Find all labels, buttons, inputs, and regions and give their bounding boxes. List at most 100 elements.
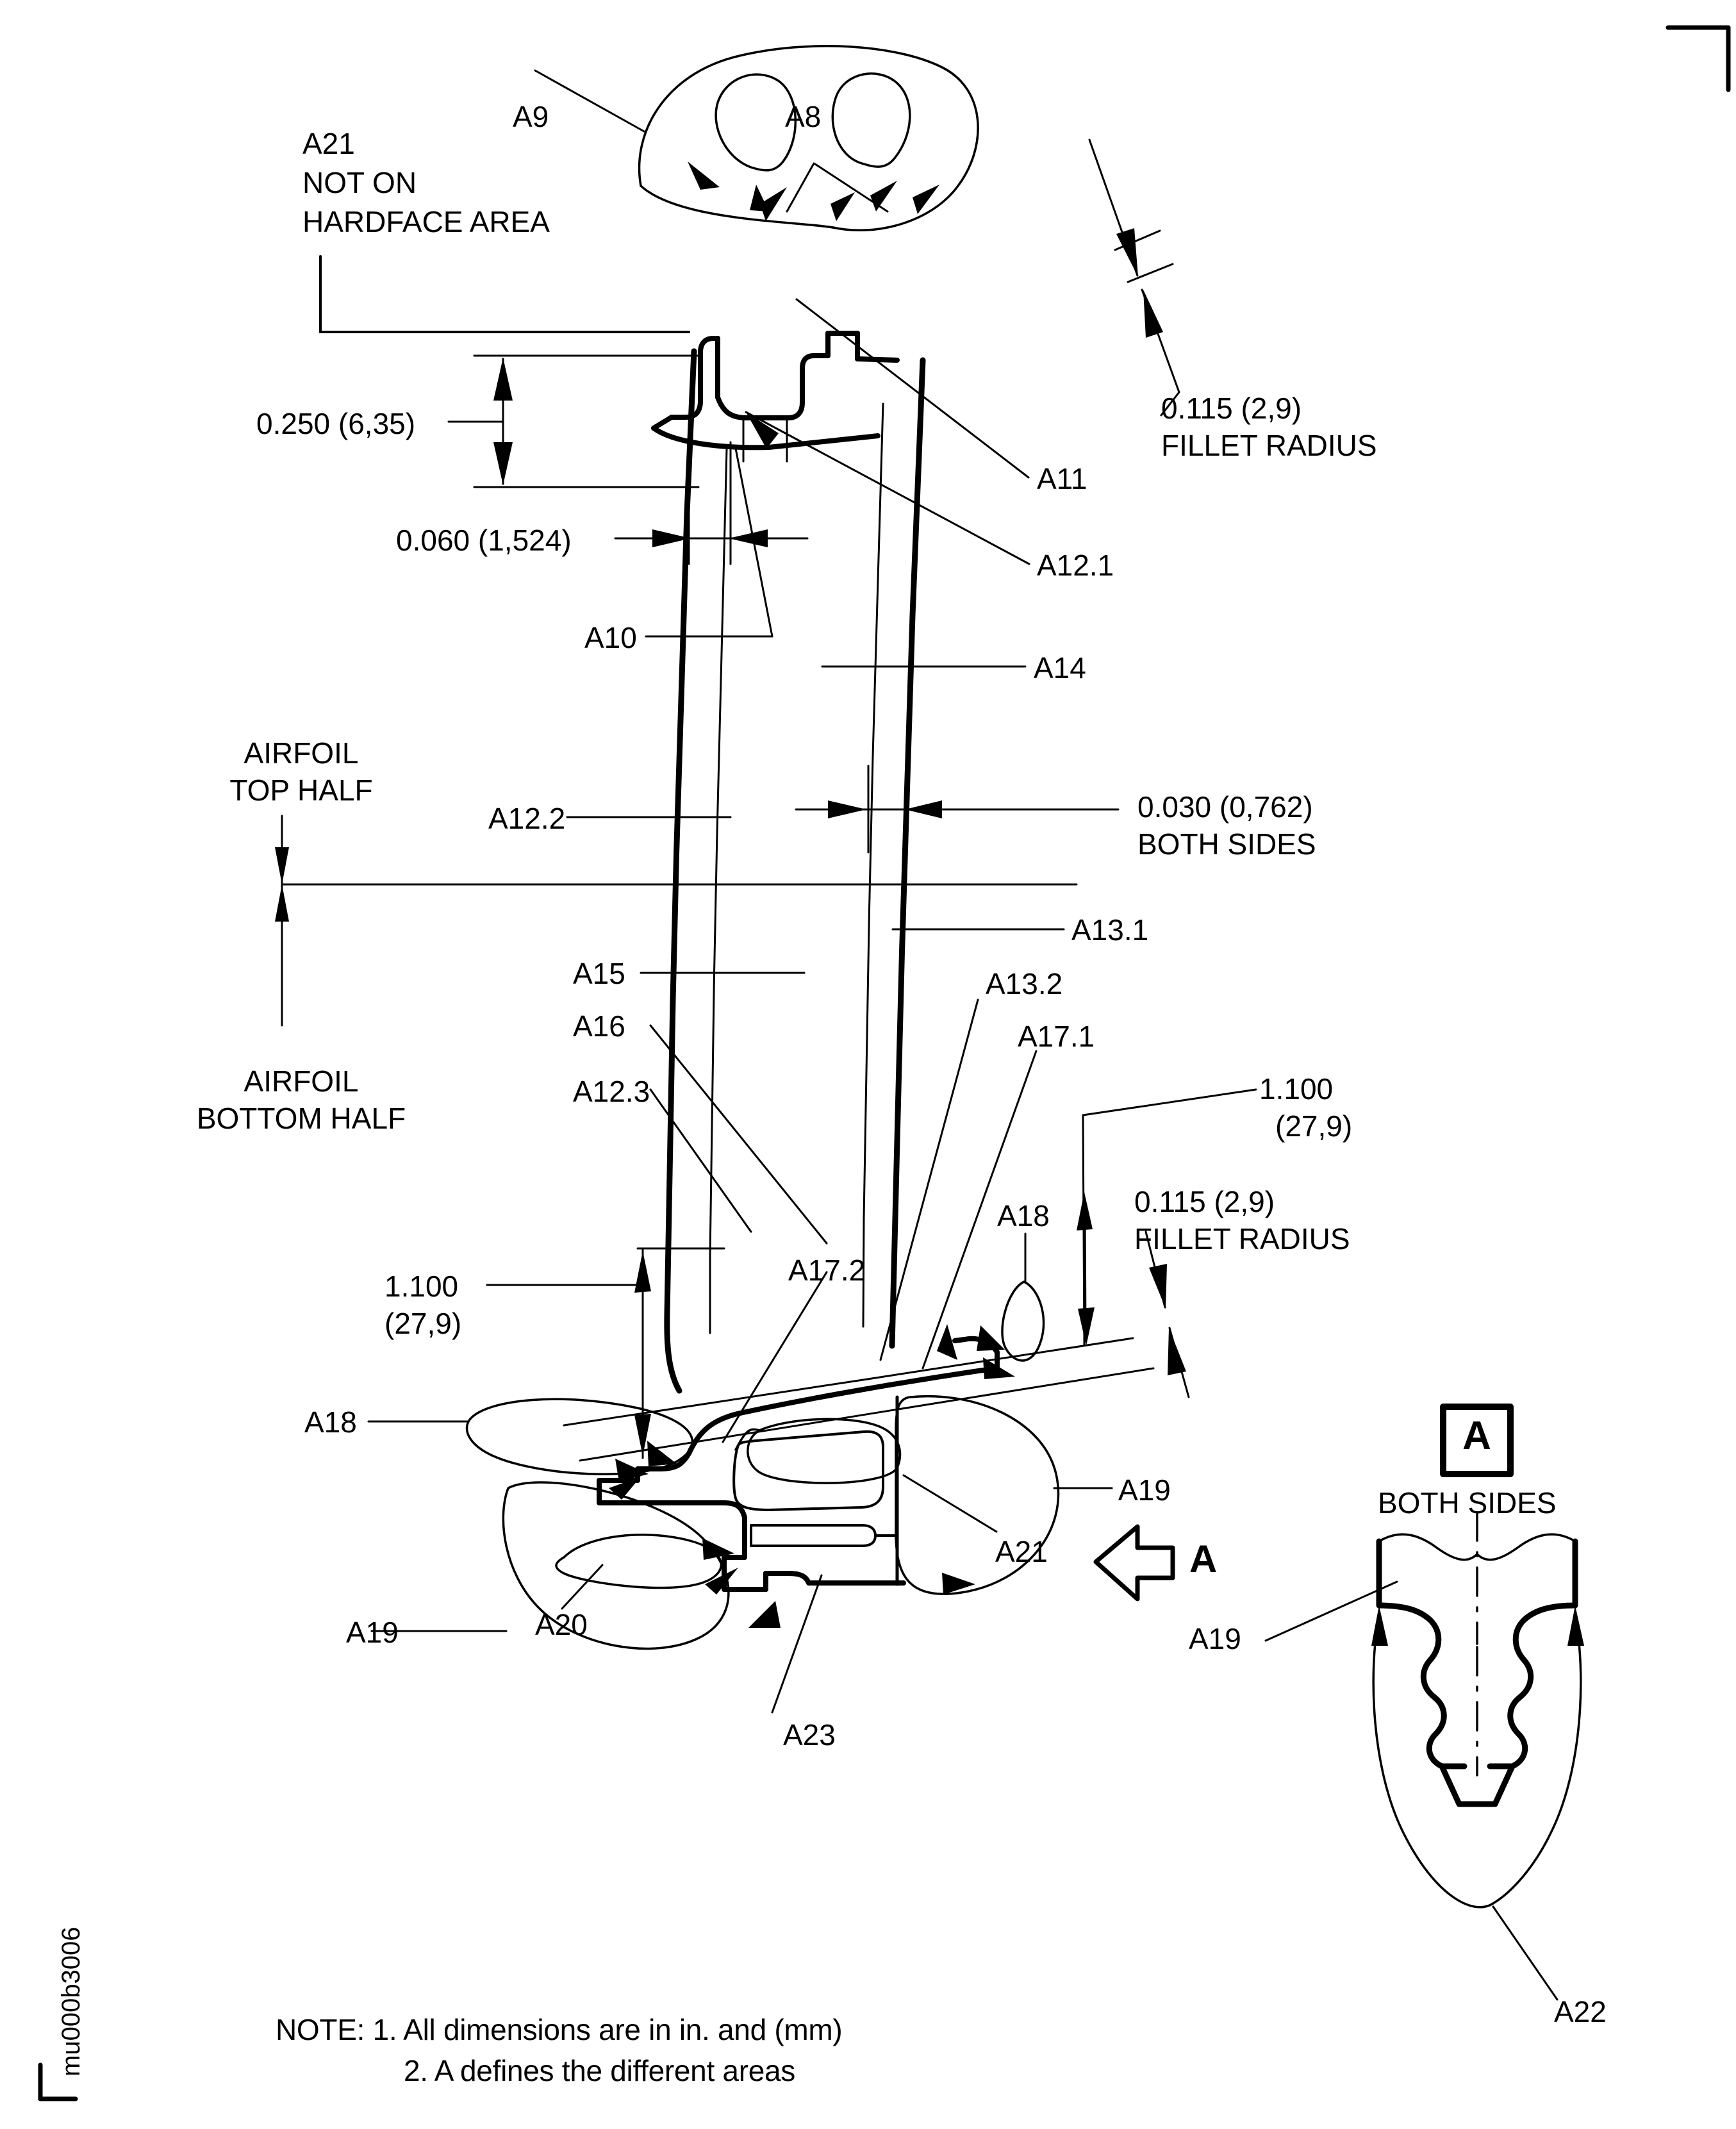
label-a19-left: A19 [346,1616,399,1649]
leader-a17-1 [922,1050,1037,1370]
dim-fillet-top-caption: FILLET RADIUS [1161,429,1377,462]
section-both-sides: BOTH SIDES [1378,1486,1557,1520]
label-a14: A14 [1034,651,1086,684]
section-outer-contour [1372,1614,1582,1909]
tip-balloon-outline [638,45,979,232]
leader-a20 [561,1564,604,1610]
dim-root-height-left [486,1247,725,1459]
root-balloon-inner-left [555,1534,722,1589]
label-a13-1: A13.1 [1071,913,1149,947]
dim-fillet-bottom [1145,1230,1190,1398]
leader-a9 [534,69,645,133]
label-airfoil-top-half-line1: AIRFOIL [244,736,359,770]
dim-tip-width [614,441,809,565]
airfoil-interior-lines [709,402,884,1334]
root-slot [750,1524,898,1547]
label-a19-right: A19 [1118,1473,1171,1507]
balloon-arrowheads [609,162,1015,1628]
leader-a17-2 [722,1271,828,1443]
dim-fillet-top-arrows [1116,228,1163,338]
label-a17-2: A17.2 [788,1254,866,1287]
leader-a11 [795,298,1030,479]
leader-a12-1 [745,411,1030,565]
label-a19-section: A19 [1189,1622,1241,1655]
tip-inner-balloon-left [715,73,797,172]
section-root-dovetail [1439,1763,1516,1807]
airfoil-half-arrows [275,847,289,922]
dim-tip-width: 0.060 (1,524) [396,524,572,557]
label-a21-callout-line3: HARDFACE AREA [302,205,550,238]
label-a18-left: A18 [304,1405,357,1439]
leader-a12-3 [649,1088,752,1233]
leader-a23 [771,1574,823,1714]
tip-inner-balloon-right [831,72,911,168]
dim-airfoil-thickness-arrows [828,800,942,818]
label-a17-1: A17.1 [1018,1020,1095,1053]
section-firtree-right [1487,1602,1578,1769]
dim-airfoil-thickness [825,765,1120,854]
label-a15: A15 [573,957,625,990]
label-a12-1: A12.1 [1037,549,1114,582]
dim-tip-width-arrows [652,529,768,547]
tip-flange-thin [742,417,788,463]
label-a11: A11 [1037,462,1087,495]
label-a20: A20 [535,1608,588,1641]
label-airfoil-top-half-line2: TOP HALF [229,774,373,807]
note-line-1: NOTE: 1. All dimensions are in in. and (… [276,2013,843,2046]
dim-tip-thickness-arrows [493,358,513,485]
label-a21-root: A21 [995,1535,1048,1568]
label-a13-2: A13.2 [986,967,1063,1000]
dim-root-height-left-arrows [634,1251,651,1456]
label-airfoil-bottom-half-line1: AIRFOIL [244,1064,359,1098]
dim-fillet-bottom-value: 0.115 (2,9) [1134,1185,1275,1218]
section-firtree-left [1376,1602,1467,1769]
label-a21-callout-line2: NOT ON [302,166,417,199]
root-balloon-center [734,1418,902,1484]
corner-mark-top-right [1666,25,1731,92]
label-a16: A16 [573,1009,625,1043]
leader-a16 [649,1024,828,1245]
section-flag-letter: A [1462,1414,1491,1458]
leader-a22 [1492,1905,1558,2001]
a18-mid-balloon [1001,1280,1045,1362]
dim-root-height-left-line2: (27,9) [384,1307,462,1340]
label-a21-callout-line1: A21 [302,127,355,160]
label-a9: A9 [513,100,549,133]
section-view-flag-box [1440,1404,1514,1477]
label-a12-3: A12.3 [573,1075,650,1108]
leader-a13-2 [879,998,979,1361]
dim-tip-thickness: 0.250 (6,35) [256,407,416,440]
leader-a19-section [1264,1580,1398,1642]
leader-fillet-top-text [1160,391,1180,417]
leader-a12-1-arrow [746,412,779,449]
section-arrowheads [1371,1605,1584,1646]
airfoil-trailing-edge [889,357,926,1349]
section-arrow [1093,1524,1175,1602]
label-a10: A10 [584,621,637,654]
root-balloon-left [465,1398,694,1475]
airfoil-leading-edge [664,348,697,1394]
dim-root-height-right-line [1084,1216,1087,1331]
dim-fillet-bottom-caption: FILLET RADIUS [1134,1222,1350,1255]
dim-airfoil-thickness-value: 0.030 (0,762) [1137,790,1313,824]
dim-root-height-right-line1: 1.100 [1259,1072,1334,1106]
section-arrow-letter: A [1189,1537,1218,1580]
label-a8: A8 [785,100,822,133]
label-a12-2: A12.2 [488,802,566,835]
figure-id-label: mu000b3006 [57,1926,85,2076]
figure-id-bracket [38,2062,78,2101]
label-a23: A23 [783,1718,836,1752]
leader-a10 [645,447,773,638]
dim-fillet-bottom-arrows [1149,1264,1186,1375]
root-pocket [732,1430,884,1511]
label-a18-mid: A18 [997,1199,1050,1232]
label-a22: A22 [1554,1995,1607,2028]
section-root-profile [1378,1533,1576,1561]
dim-fillet-top-value: 0.115 (2,9) [1161,392,1302,425]
platform-upper-edge-thin [563,1337,1155,1462]
dim-airfoil-thickness-caption: BOTH SIDES [1137,827,1316,861]
note-line-2: 2. A defines the different areas [404,2054,795,2087]
dim-root-height-left-line1: 1.100 [384,1270,459,1303]
